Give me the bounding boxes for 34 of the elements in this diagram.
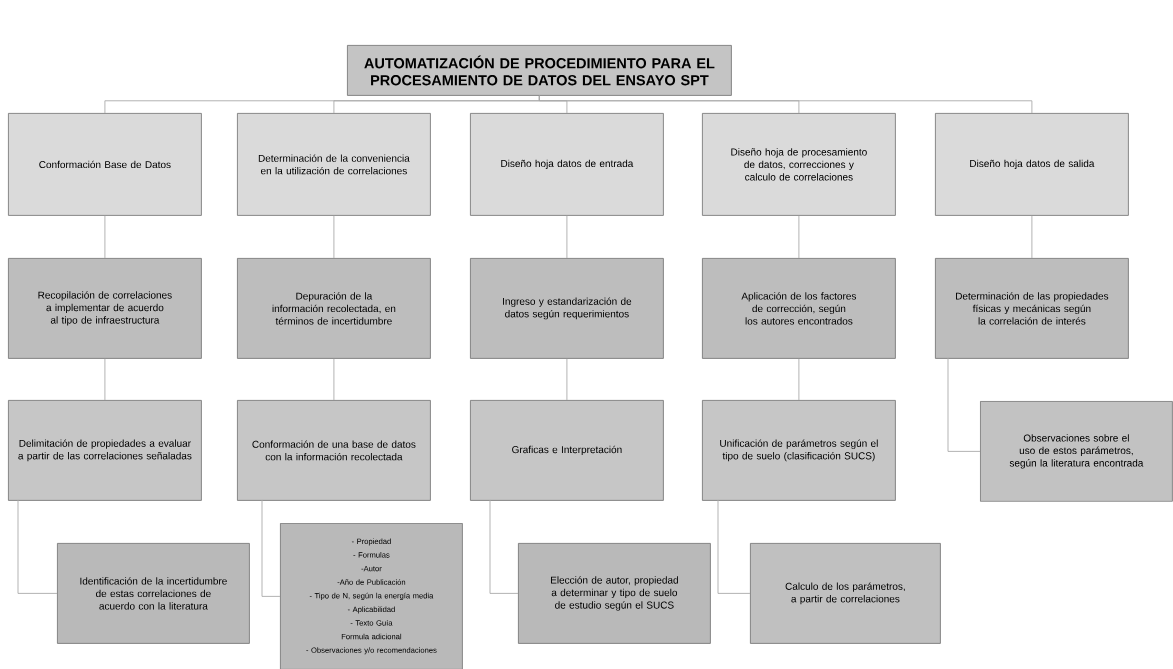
connector-line — [798, 358, 800, 401]
process-box: Determinación de las propiedades físicas y mecánicas según la correlación de interés — [935, 258, 1129, 359]
connector-line — [947, 357, 981, 452]
process-box: Elección de autor, propiedad a determinar y tipo de suelo de estudio según el SUCS — [518, 543, 711, 644]
connector-line — [104, 358, 106, 401]
connector-line — [17, 499, 58, 594]
connector-line — [798, 215, 800, 259]
connector-line — [489, 499, 519, 594]
process-box: Diseño hoja de procesamiento de datos, correcciones y calculo de correlaciones — [702, 113, 896, 216]
connector-line — [538, 95, 1033, 114]
connector-line — [717, 499, 751, 594]
process-box: Diseño hoja datos de entrada — [470, 113, 664, 216]
process-box: Depuración de la información recolectada, en términos de incertidumbre — [237, 258, 431, 359]
connector-line — [333, 215, 335, 259]
connector-line — [104, 215, 106, 259]
process-box: Recopilación de correlaciones a implementar de acuerdo al tipo de infraestructura — [8, 258, 202, 359]
process-box: Observaciones sobre el uso de estos parámetros, según la literatura encontrada — [980, 401, 1173, 502]
connector-line — [1031, 215, 1033, 259]
process-box: Conformación de una base de datos con la información recolectada — [237, 400, 431, 501]
process-box: Ingreso y estandarización de datos según requerimientos — [470, 258, 664, 359]
process-box: Diseño hoja datos de salida — [935, 113, 1129, 216]
connector-line — [261, 499, 281, 597]
process-box: Calculo de los parámetros, a partir de correlaciones — [750, 543, 941, 644]
process-box: Identificación de la incertidumbre de estas correlaciones de acuerdo con la literatura — [57, 543, 250, 644]
process-box: Unificación de parámetros según el tipo de suelo (clasificación SUCS) — [702, 400, 896, 501]
connector-line — [566, 215, 568, 259]
connector-line — [333, 358, 335, 401]
connector-line — [566, 358, 568, 401]
process-box: Determinación de la conveniencia en la utilización de correlaciones — [237, 113, 431, 216]
process-box: Graficas e Interpretación — [470, 400, 664, 501]
process-box: Conformación Base de Datos — [8, 113, 202, 216]
title-box: AUTOMATIZACIÓN DE PROCEDIMIENTO PARA EL PROCESAMIENTO DE DATOS DEL ENSAYO SPT — [347, 45, 732, 96]
process-box: Aplicación de los factores de corrección, según los autores encontrados — [702, 258, 896, 359]
process-box: Delimitación de propiedades a evaluar a partir de las correlaciones señaladas — [8, 400, 202, 501]
